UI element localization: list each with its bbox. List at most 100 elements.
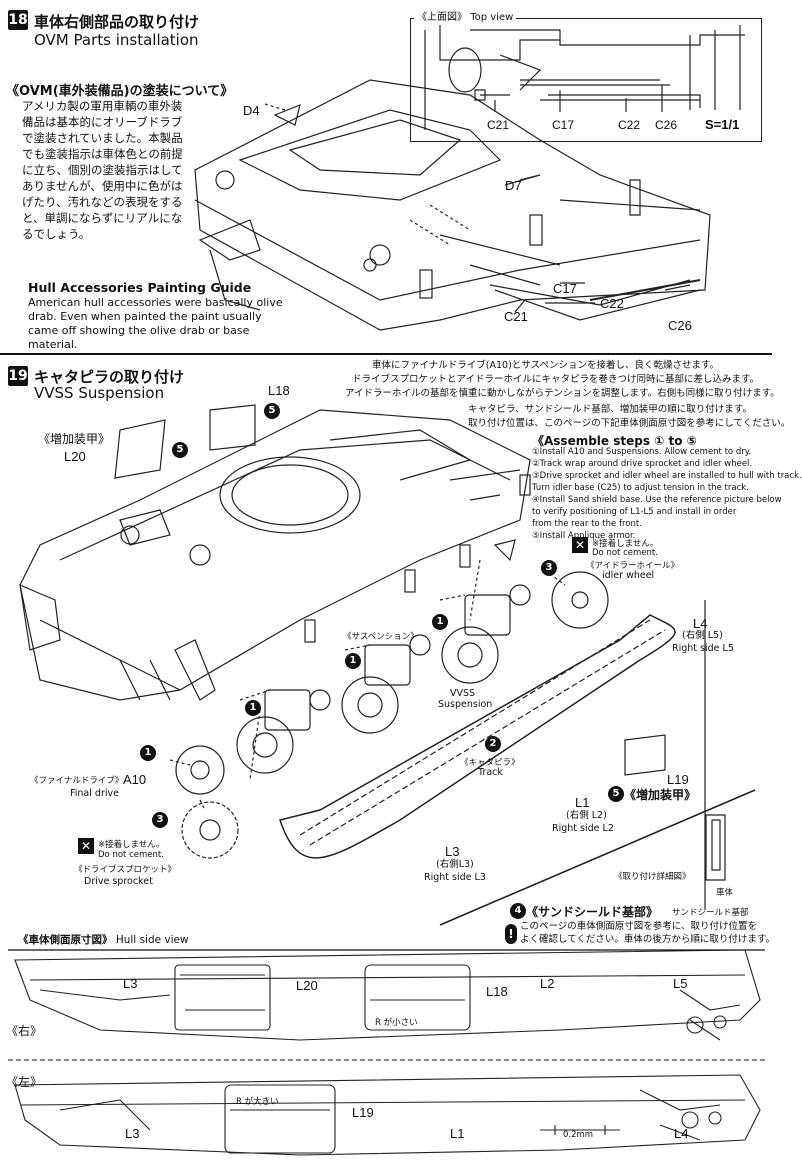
label-l3: L3 (445, 844, 460, 859)
turret-ring (219, 456, 361, 534)
sprocket-nocement-en: Do not cement. (98, 850, 164, 860)
left-view-l4: L4 (674, 1126, 689, 1141)
label-l4: L4 (693, 616, 708, 631)
step-marker-5a: 5 (172, 442, 188, 458)
suspension-jp: 《サスペンション》 (343, 632, 419, 642)
right-view-l2: L2 (540, 976, 555, 991)
label-l1: L1 (575, 795, 590, 810)
detail-jp: 《取り付け詳細図》 (614, 872, 691, 882)
left-side-view (14, 1074, 761, 1156)
label-c26: C26 (668, 318, 692, 333)
idler-en: idler wheel (602, 570, 655, 581)
intro-line-1: 車体にファイナルドライブ(A10)とサスペンションを接着し、良く乾燥させます。 (372, 360, 720, 371)
step-19-number: 19 (8, 366, 28, 386)
step-marker-4: 4 (510, 903, 526, 919)
no-cement-icon: ✕ (572, 537, 588, 553)
final-drive-jp: 《ファイナルドライブ》 (30, 776, 124, 786)
right-view-l18: L18 (486, 984, 508, 999)
assemble-step-4c: from the rear to the front. (532, 519, 642, 529)
intro2-line-1: キャタピラ、サンドシールド基部、増加装甲の順に取り付けます。 (468, 404, 752, 415)
applique5-jp: 《増加装甲》 (624, 788, 697, 802)
track (279, 614, 676, 859)
applique-label-jp: 《増加装甲》 (38, 432, 111, 446)
idler-nocement-en: Do not cement. (592, 548, 658, 558)
hull-side-heading-en: Hull side view (115, 934, 189, 946)
sandshield-note-1: このページの車体側面原寸図を参考に、取り付け位置を (520, 921, 758, 932)
topview-part-c21: C21 (487, 118, 510, 132)
top-view-label-jp: 《上面図》 (417, 12, 467, 23)
step-marker-3a: 3 (541, 560, 557, 576)
assemble-step-4b: to verify positioning of L1-L5 and insta… (532, 507, 737, 517)
hull-side-heading-jp: 《車体側面原寸図》 (18, 934, 113, 946)
left-view-l19: L19 (352, 1105, 374, 1120)
left-label: 《左》 (6, 1075, 43, 1089)
assemble-step-4: ④Install Sand shield base. Use the refer… (532, 495, 782, 505)
l4-right-en: Right side L5 (672, 643, 734, 654)
right-view-l3: L3 (123, 976, 138, 991)
right-label: 《右》 (6, 1024, 43, 1038)
step-18-number: 18 (8, 10, 28, 30)
label-l18: L18 (268, 383, 290, 398)
dim-note: 0.2mm (563, 1130, 594, 1140)
assemble-step-1: ①Install A10 and Suspensions. Allow ceme… (532, 447, 752, 457)
sprocket-en: Drive sprocket (84, 876, 153, 887)
step-marker-5b: 5 (264, 403, 280, 419)
step-marker-1d: 1 (140, 745, 156, 761)
guide-title: Hull Accessories Painting Guide (28, 280, 252, 295)
bogie-2 (341, 634, 431, 734)
suspension-en: Suspension (438, 699, 493, 710)
step-19-title-jp: キャタピラの取り付け (34, 368, 185, 386)
sandbase-jp: サンドシールド基部 (672, 908, 749, 918)
label-c22: C22 (600, 296, 624, 311)
idler-wheel (551, 571, 609, 629)
ovm-heading: 《OVM(車外装備品)の塗装について》 (6, 84, 234, 99)
step-18-title-jp: 車体右側部品の取り付け (34, 13, 200, 31)
assemble-step-5: ⑤Install Applique armor. (532, 531, 636, 541)
right-l20-outline (174, 964, 271, 1031)
l3-right-en: Right side L3 (424, 872, 486, 883)
step-19-title-en: VVSS Suspension (34, 384, 165, 402)
guide-text: American hull accessories were basically… (28, 296, 283, 351)
assemble-step-2: ②Track wrap around drive sprocket and id… (532, 459, 753, 469)
l19-plate (624, 734, 666, 776)
assemble-step-3b: Turn idler base (C25) to adjust tension … (532, 483, 749, 493)
ovm-text: アメリカ製の軍用車輌の車外装備品は基本的にオリーブドラブで塗装されていました。本… (22, 99, 183, 241)
sandshield-heading: 《サンドシールド基部》 (526, 905, 659, 919)
hull-outline-19 (19, 409, 531, 701)
label-a10: A10 (123, 772, 147, 787)
step-marker-1c: 1 (245, 700, 261, 716)
l3-right-jp: (右側L3) (436, 859, 474, 870)
intro-line-2: ドライブスプロケットとアイドラーホイルにキャタピラを巻きつけ同時に基部に差し込み… (352, 374, 760, 385)
step-marker-5c: 5 (608, 786, 624, 802)
no-cement-icon-2: ✕ (78, 838, 94, 854)
l1-right-en: Right side L2 (552, 823, 614, 834)
instruction-page: 18 車体右側部品の取り付け OVM Parts installation 《O… (0, 8, 802, 1156)
idler-nocement-jp: ※接着しません。 (592, 539, 659, 549)
sandshield-note-2: よく確認してください。車体の後方から順に取り付けます。 (520, 934, 775, 945)
label-c21: C21 (504, 309, 528, 324)
label-d7: D7 (505, 178, 522, 193)
label-l20: L20 (64, 449, 86, 464)
idler-jp: 《アイドラーホイール》 (586, 561, 680, 571)
left-view-l1: L1 (450, 1126, 465, 1141)
l4-right-jp: (右側 L5) (682, 630, 723, 641)
label-l19: L19 (667, 772, 689, 787)
step-marker-3b: 3 (152, 812, 168, 828)
intro2-line-2: 取り付け位置は、このページの下記車体側面原寸図を参考にしてください。 (468, 418, 791, 429)
l1-right-jp: (右側 L2) (566, 810, 607, 821)
scale-label: S=1/1 (705, 117, 740, 132)
step-marker-2: 2 (485, 736, 501, 752)
right-small-note: R が小さい (375, 1018, 418, 1028)
step-marker-1a: 1 (432, 614, 448, 630)
topview-part-c26: C26 (655, 118, 678, 132)
left-small-note: R が大きい (236, 1097, 279, 1107)
assemble-step-3: ③Drive sprocket and idler wheel are inst… (532, 471, 802, 481)
sprocket-jp: 《ドライブスプロケット》 (74, 865, 177, 875)
final-drive (175, 745, 225, 795)
right-view-l20: L20 (296, 978, 318, 993)
topview-part-c22: C22 (618, 118, 641, 132)
hull-jp: 車体 (716, 888, 734, 898)
label-d4: D4 (243, 103, 260, 118)
vvss-label: VVSS (450, 688, 476, 699)
step-marker-1b: 1 (345, 653, 361, 669)
